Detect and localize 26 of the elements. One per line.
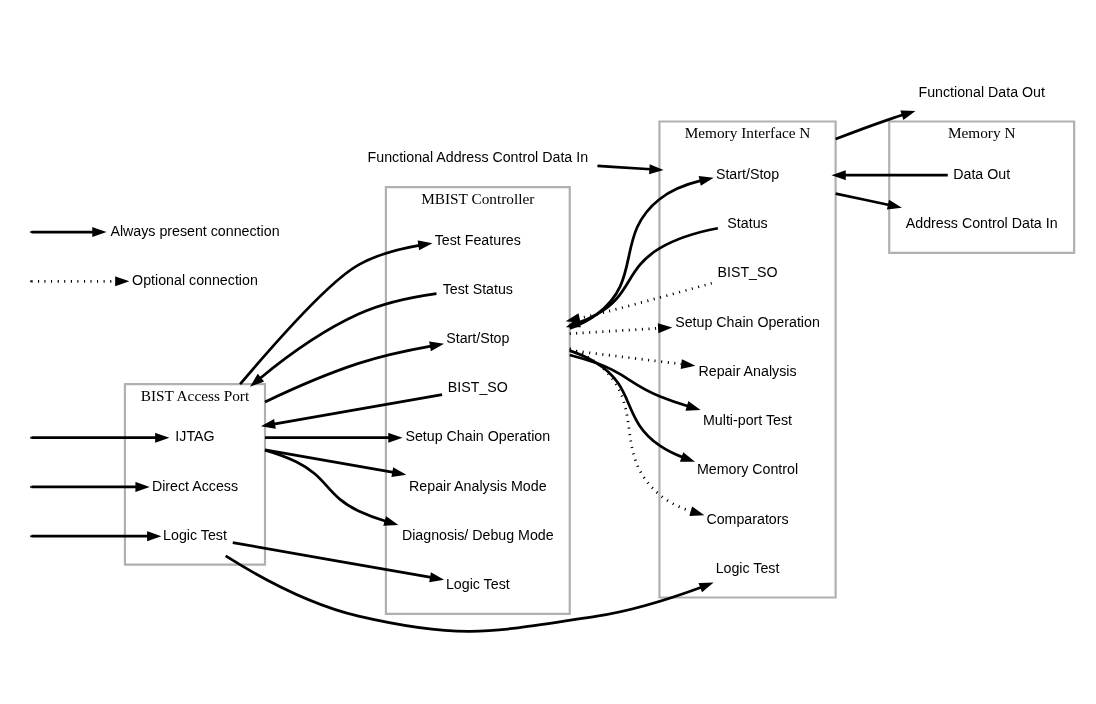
node-text: IJTAG bbox=[175, 427, 215, 444]
node-text: Repair Analysis bbox=[698, 362, 797, 379]
node-text: Direct Access bbox=[151, 477, 239, 494]
node-text: Setup Chain Operation bbox=[405, 427, 551, 444]
node-text: BIST_SO bbox=[447, 378, 508, 395]
node-text: Functional Address Control Data In bbox=[367, 148, 589, 165]
node-text: Functional Data Out bbox=[918, 83, 1045, 100]
node-text: Test Features bbox=[434, 231, 521, 248]
node-text: Logic Test bbox=[163, 526, 227, 543]
node-text: Logic Test bbox=[715, 559, 780, 576]
node-text: Address Control Data In bbox=[905, 214, 1058, 231]
node-text: Comparators bbox=[706, 510, 789, 527]
legend-label: Optional connection bbox=[132, 271, 258, 288]
node-text: Start/Stop bbox=[715, 165, 780, 182]
legend-label: Always present connection bbox=[110, 222, 280, 239]
node-text: Memory Control bbox=[696, 460, 799, 477]
node-text: BIST_SO bbox=[717, 263, 778, 280]
node-text: Multi-port Test bbox=[703, 411, 793, 428]
node-text: Status bbox=[727, 214, 768, 231]
node-text: Diagnosis/ Debug Mode bbox=[401, 526, 554, 543]
node-text: Test Status bbox=[442, 280, 513, 297]
node-text: Logic Test bbox=[445, 575, 510, 592]
node-text: Setup Chain Operation bbox=[675, 313, 820, 330]
node-text: Start/Stop bbox=[446, 329, 510, 346]
node-text: Repair Analysis Mode bbox=[409, 477, 547, 494]
node-text: Data Out bbox=[953, 165, 1011, 182]
